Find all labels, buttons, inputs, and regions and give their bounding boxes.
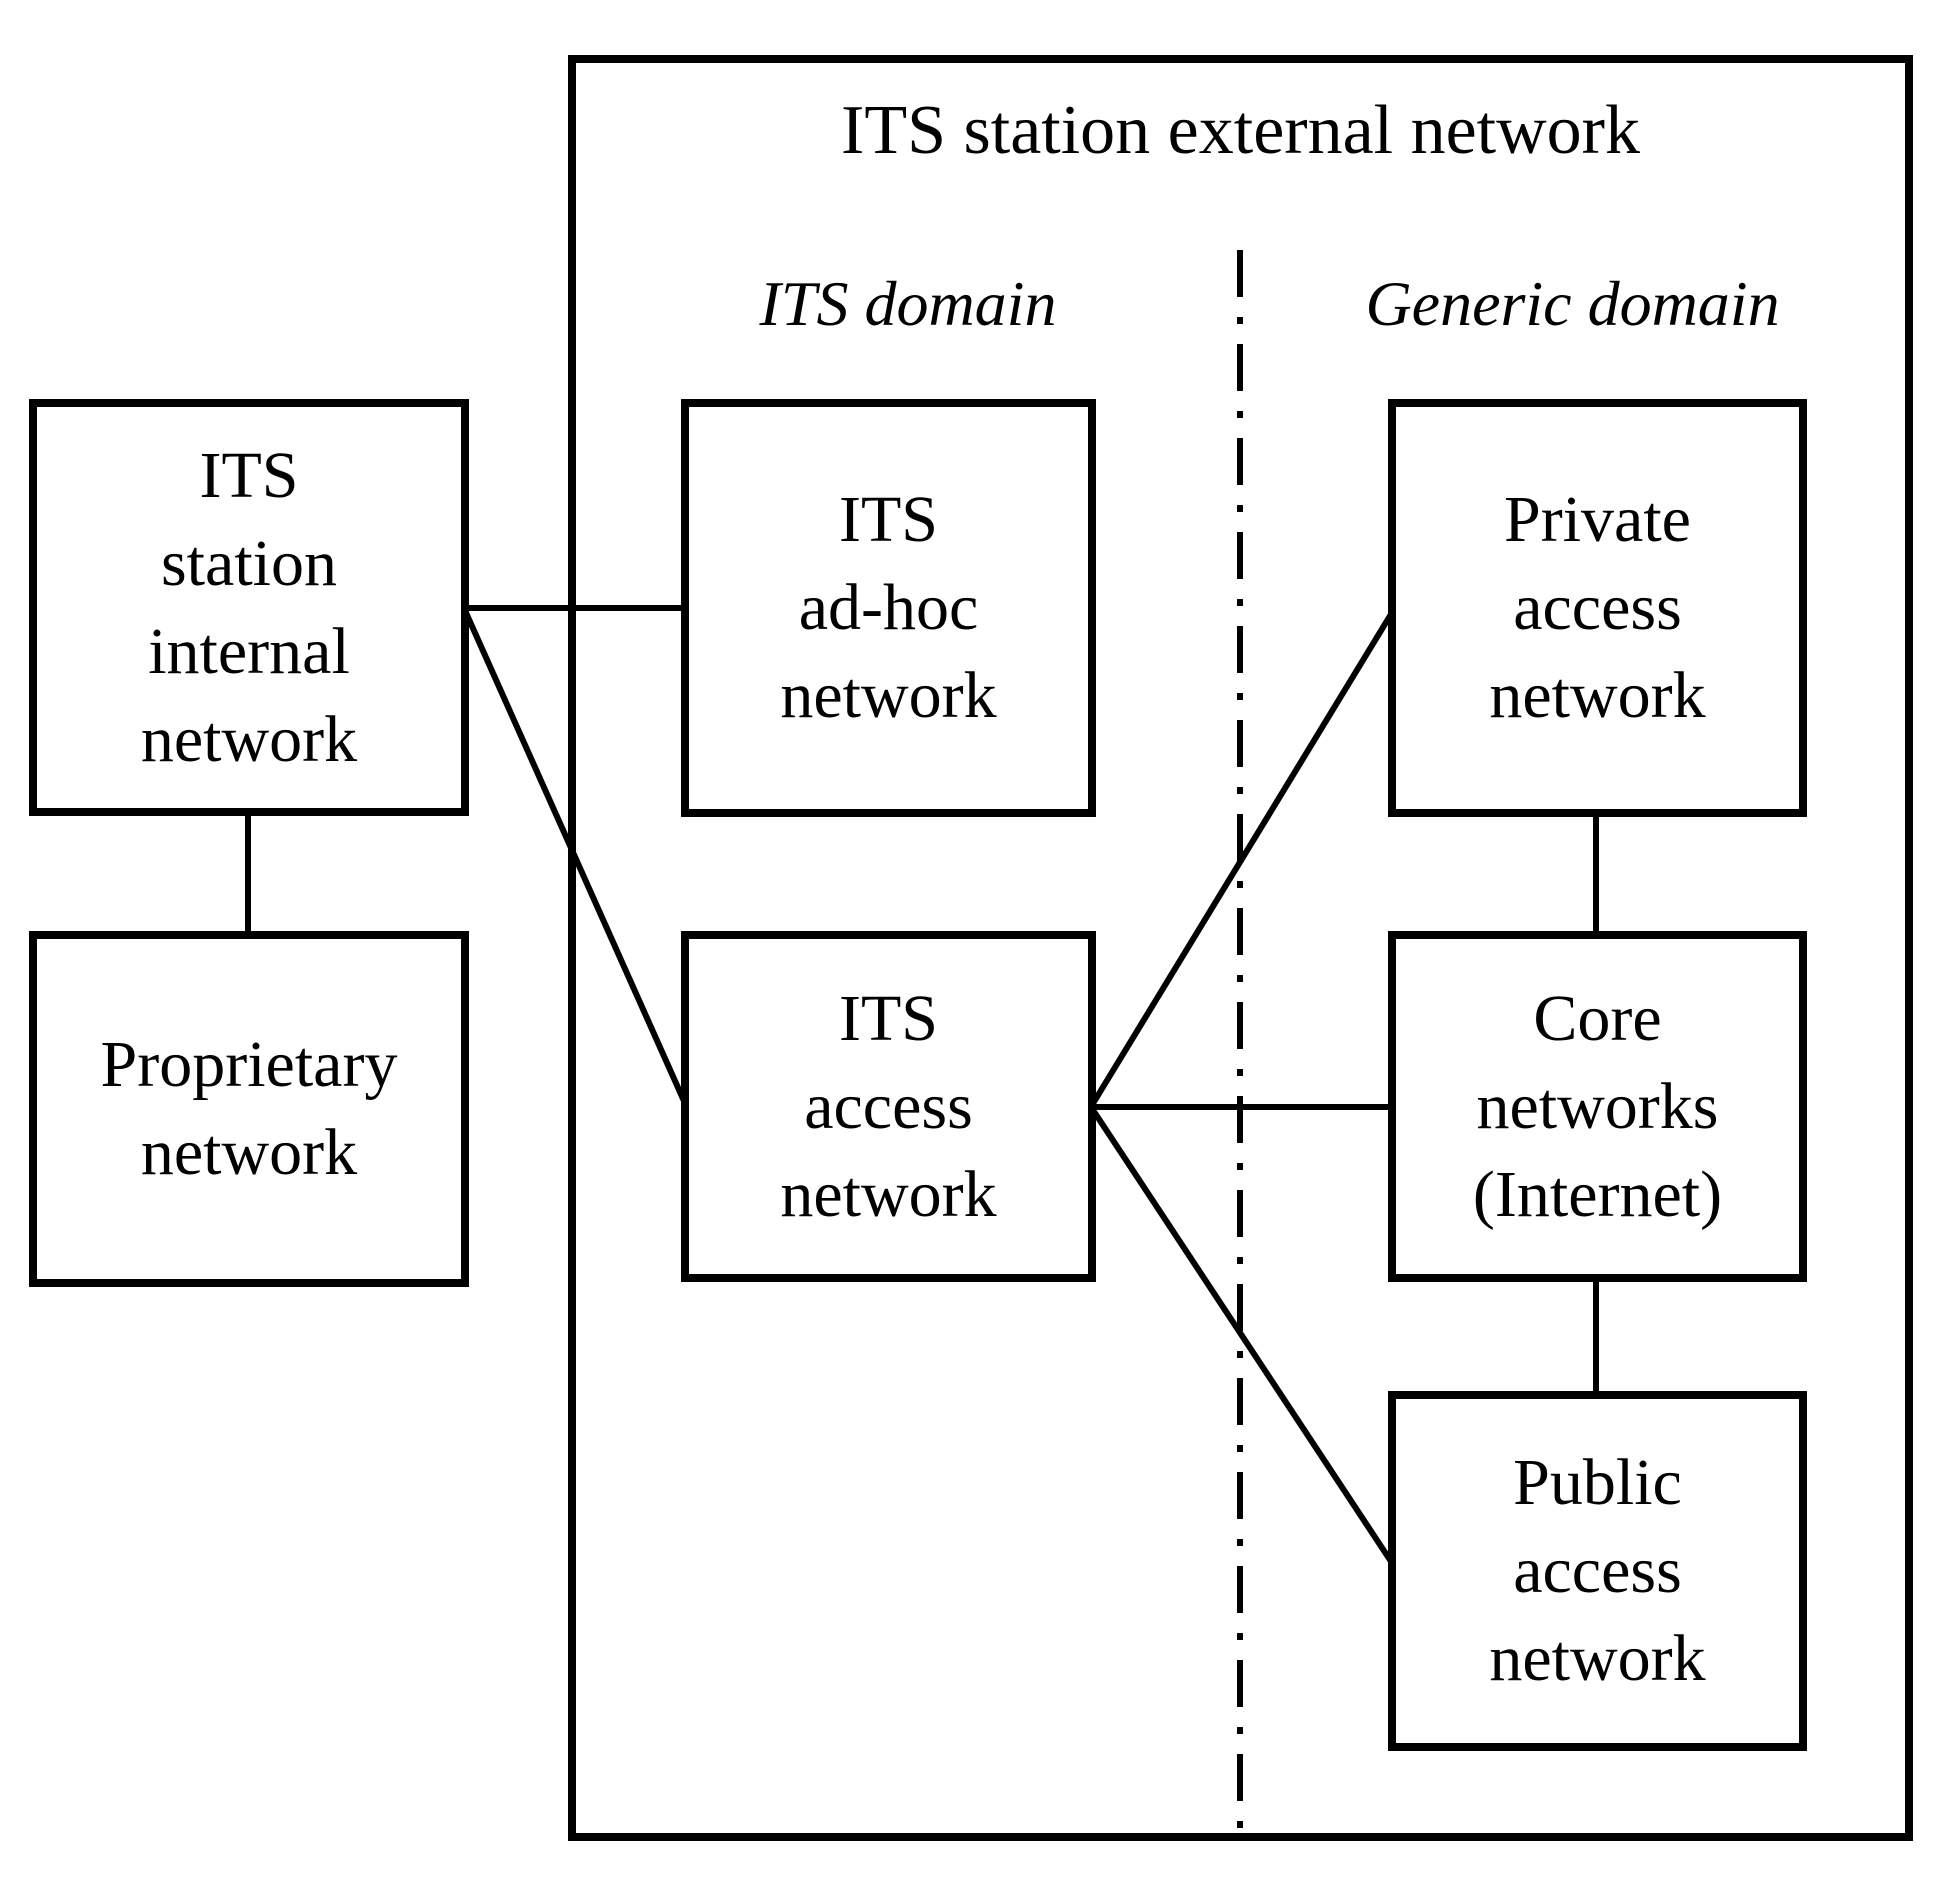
node-its-access-network: ITS access network bbox=[681, 931, 1096, 1282]
node-label-line: networks bbox=[1476, 1069, 1719, 1143]
node-label-line: network bbox=[1489, 1622, 1706, 1695]
node-label-line: Core bbox=[1533, 981, 1662, 1055]
node-label-line: Public bbox=[1513, 1446, 1682, 1519]
node-label-line: ITS bbox=[839, 981, 938, 1055]
edge-access-to-public bbox=[1086, 1102, 1399, 1571]
node-label-line: access bbox=[804, 1069, 973, 1143]
node-label-line: Proprietary bbox=[100, 1028, 398, 1101]
node-label-line: access bbox=[1513, 571, 1682, 644]
node-public-access-network: Public access network bbox=[1388, 1391, 1807, 1751]
generic-domain-label: Generic domain bbox=[1365, 268, 1780, 339]
node-proprietary-network: Proprietary network bbox=[29, 931, 469, 1287]
node-label-line: network bbox=[780, 1157, 997, 1231]
node-label-line: internal bbox=[148, 614, 350, 688]
node-label-line: network bbox=[140, 1116, 358, 1189]
node-label-line: station bbox=[161, 526, 337, 600]
node-core-networks-internet: Core networks (Internet) bbox=[1388, 931, 1807, 1282]
node-label-line: network bbox=[140, 702, 358, 776]
node-its-station-internal-network: ITS station internal network bbox=[29, 399, 469, 816]
node-label-line: ITS bbox=[199, 438, 299, 512]
node-private-access-network: Private access network bbox=[1388, 399, 1807, 817]
its-domain-label: ITS domain bbox=[759, 268, 1057, 339]
node-label-line: network bbox=[1489, 659, 1706, 732]
diagram-title: ITS station external network bbox=[841, 92, 1640, 169]
node-label-line: network bbox=[780, 659, 997, 732]
node-label-line: Private bbox=[1504, 483, 1691, 556]
node-label-line: (Internet) bbox=[1472, 1157, 1723, 1231]
node-its-ad-hoc-network: ITS ad-hoc network bbox=[681, 399, 1096, 817]
external-network-container-box bbox=[568, 55, 1913, 1841]
node-label-line: ad-hoc bbox=[798, 571, 979, 644]
node-label-line: ITS bbox=[839, 483, 938, 556]
node-label-line: access bbox=[1513, 1534, 1682, 1607]
